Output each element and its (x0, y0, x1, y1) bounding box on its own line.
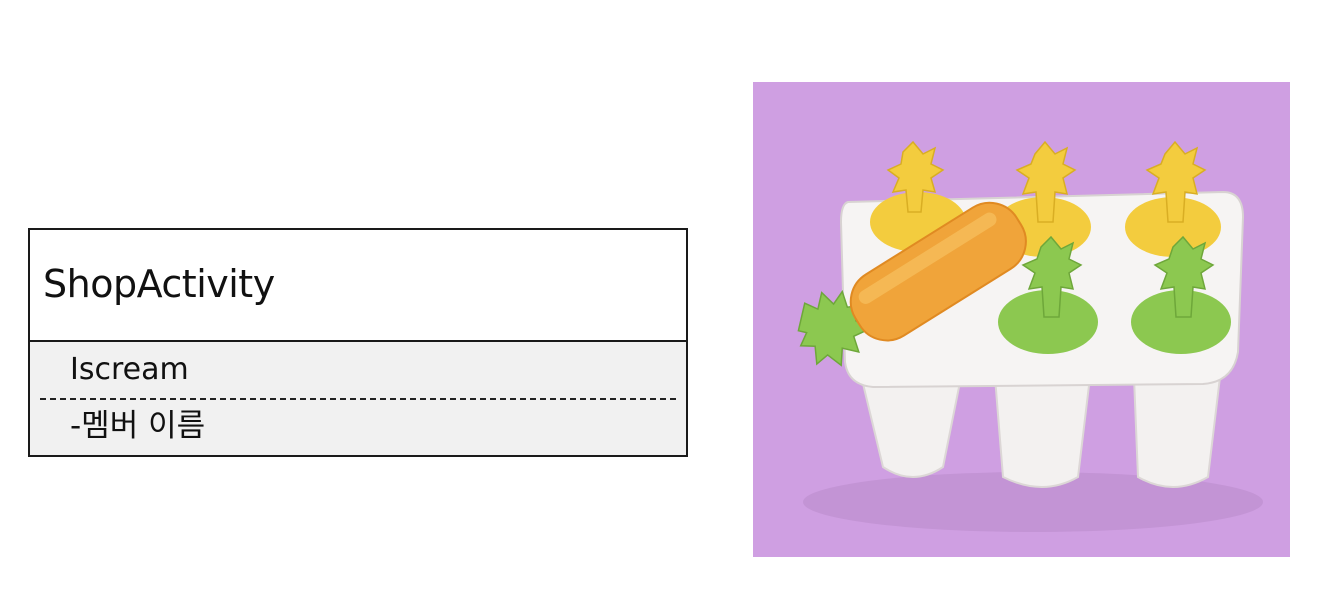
tray-shadow (803, 472, 1263, 532)
class-diagram-box: ShopActivity Iscream -멤버 이름 (28, 228, 688, 457)
class-header: ShopActivity (30, 230, 686, 342)
popsicle-mold-illustration (753, 82, 1290, 557)
attribute-item: -멤버 이름 (70, 408, 206, 444)
green-sticks (1021, 235, 1215, 318)
yellow-holes (870, 192, 1221, 257)
attribute-group-title: Iscream (70, 352, 189, 387)
dashed-divider (40, 398, 676, 400)
green-holes (998, 290, 1231, 354)
popsicle-mold-photo (753, 82, 1290, 557)
class-name: ShopActivity (43, 262, 275, 306)
yellow-sticks (886, 140, 1207, 223)
class-attributes: Iscream -멤버 이름 (30, 342, 686, 455)
orange-popsicle (797, 201, 1027, 367)
